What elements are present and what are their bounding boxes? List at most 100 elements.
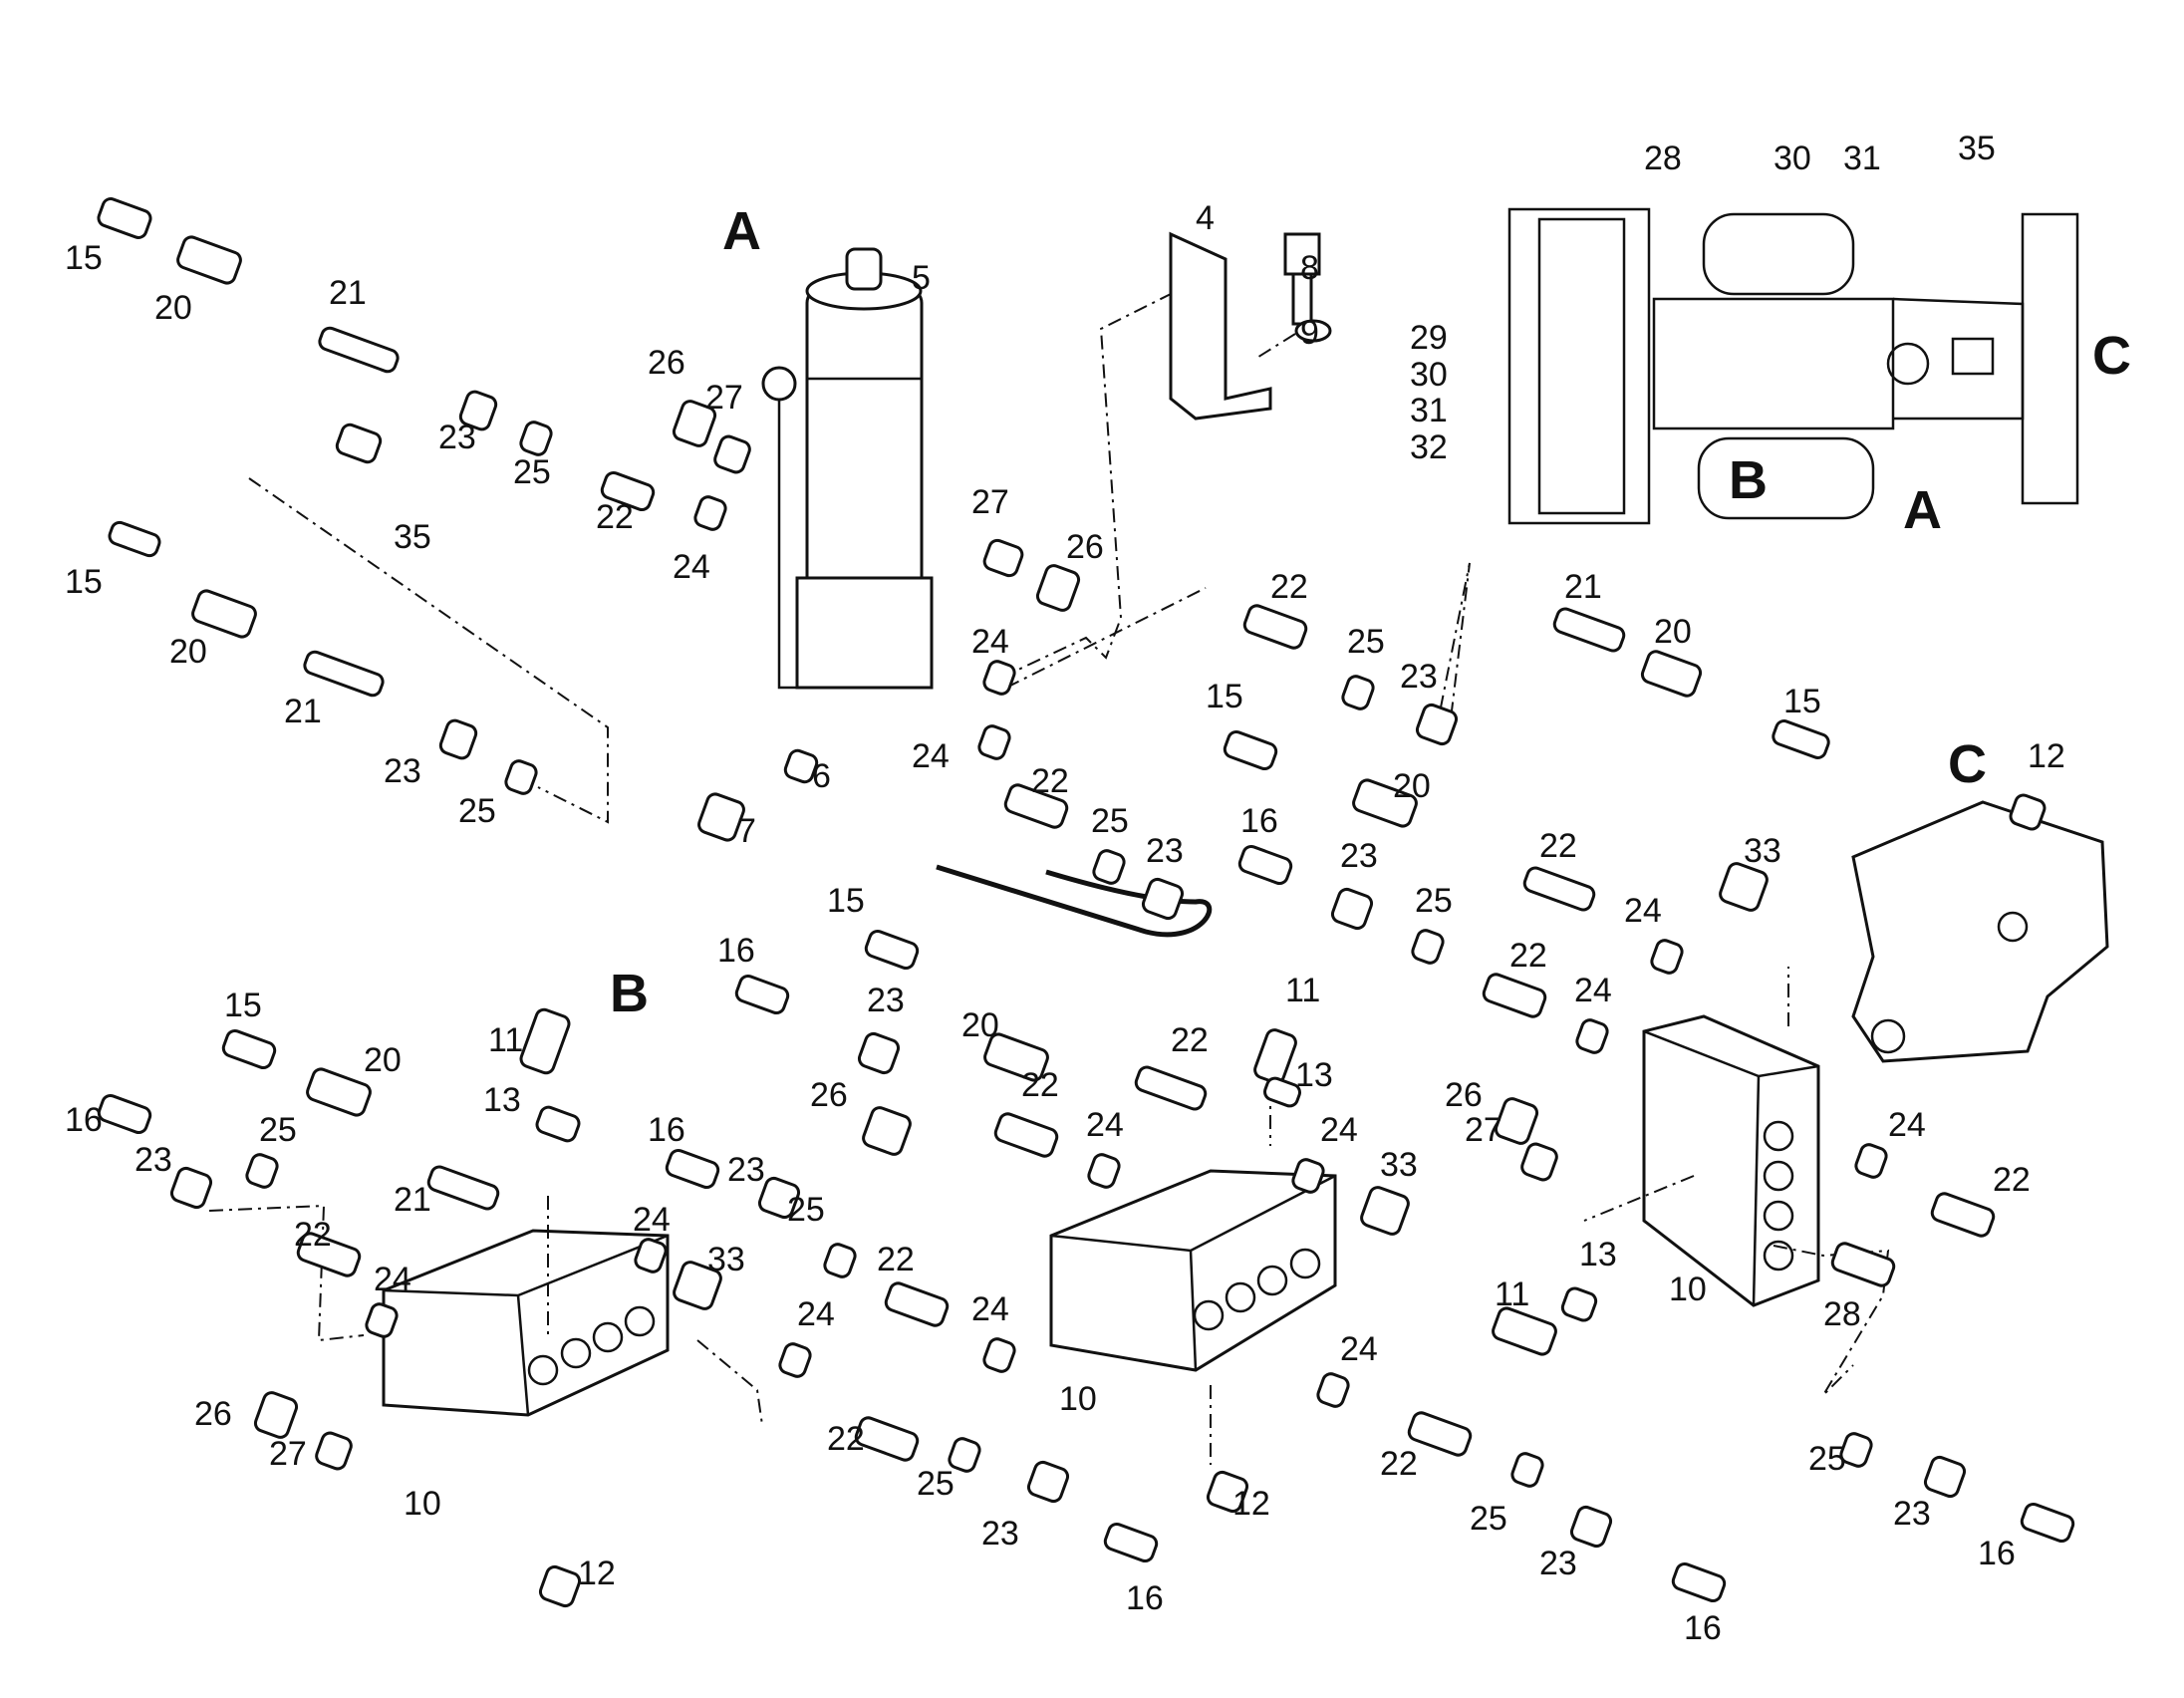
fitting <box>97 1093 152 1135</box>
callout-23: 23 <box>1539 1545 1577 1582</box>
fitting <box>757 1176 801 1220</box>
fitting <box>1569 1505 1613 1549</box>
callout-33: 33 <box>1380 1146 1418 1184</box>
callout-15: 15 <box>65 563 103 601</box>
fitting <box>1560 1286 1598 1322</box>
fitting <box>1772 719 1830 759</box>
fitting <box>1520 1142 1558 1182</box>
callout-27: 27 <box>705 379 743 417</box>
fitting <box>1492 1306 1557 1356</box>
callout-26: 26 <box>1445 1076 1483 1114</box>
inset-callout: 28 <box>1644 140 1682 177</box>
fitting <box>1494 1097 1539 1145</box>
callout-26: 26 <box>648 344 685 382</box>
callout-28: 28 <box>1823 1295 1861 1333</box>
callout-24: 24 <box>1340 1330 1378 1368</box>
fitting <box>1830 1242 1896 1287</box>
callout-15: 15 <box>65 239 103 277</box>
fitting <box>1923 1455 1967 1499</box>
fitting <box>982 538 1024 578</box>
callout-15: 15 <box>1206 678 1243 715</box>
callout-13: 13 <box>483 1081 521 1119</box>
fitting <box>862 1106 912 1156</box>
fitting <box>672 400 717 447</box>
fitting <box>253 1391 299 1439</box>
callout-22: 22 <box>1539 827 1577 865</box>
callout-25: 25 <box>259 1111 297 1149</box>
inset-callout: 31 <box>1843 140 1881 177</box>
callout-24: 24 <box>1320 1111 1358 1149</box>
distributor-block-right <box>1642 1014 1820 1307</box>
inset-marker-a: A <box>1903 480 1942 540</box>
inset-callout: 30 <box>1774 140 1811 177</box>
callout-6: 6 <box>812 757 831 795</box>
callout-15: 15 <box>827 882 865 920</box>
fitting <box>634 1238 668 1274</box>
callout-21: 21 <box>1564 568 1602 606</box>
callout-11: 11 <box>1495 1275 1529 1313</box>
fitting <box>1263 1076 1301 1108</box>
callout-20: 20 <box>1654 613 1692 651</box>
callout-22: 22 <box>294 1216 332 1254</box>
fitting <box>1522 866 1596 912</box>
callout-24: 24 <box>797 1295 835 1333</box>
callout-20: 20 <box>961 1006 999 1044</box>
callout-25: 25 <box>1470 1500 1507 1538</box>
fitting <box>734 974 790 1015</box>
fitting <box>303 650 385 698</box>
callout-16: 16 <box>717 932 755 970</box>
fitting <box>854 1416 920 1462</box>
fitting <box>983 1032 1049 1082</box>
fitting <box>693 495 727 531</box>
frame-c <box>1851 800 2109 1063</box>
fitting <box>538 1564 582 1608</box>
fitting <box>1650 939 1684 975</box>
fitting <box>1719 862 1769 912</box>
fitting <box>365 1302 399 1338</box>
callout-15: 15 <box>224 987 262 1024</box>
callout-5: 5 <box>912 259 931 297</box>
callout-27: 27 <box>269 1435 307 1473</box>
callout-22: 22 <box>1171 1021 1209 1059</box>
callout-16: 16 <box>65 1101 103 1139</box>
fitting <box>245 1153 279 1189</box>
callout-22: 22 <box>1021 1066 1059 1104</box>
callout-11: 11 <box>1285 972 1320 1009</box>
callout-33: 33 <box>707 1241 745 1278</box>
callout-22: 22 <box>1270 568 1308 606</box>
callout-16: 16 <box>1978 1535 2016 1572</box>
fitting <box>1134 1065 1208 1111</box>
fitting <box>1510 1452 1544 1488</box>
inset-callout: 32 <box>1410 428 1448 466</box>
callout-23: 23 <box>1893 1495 1931 1533</box>
callout-23: 23 <box>1340 837 1378 875</box>
fitting <box>1411 929 1445 965</box>
callout-23: 23 <box>438 419 476 456</box>
fitting <box>169 1166 213 1210</box>
fitting <box>108 520 161 558</box>
callout-23: 23 <box>135 1141 172 1179</box>
fitting <box>1316 1372 1350 1408</box>
fitting <box>1671 1561 1727 1603</box>
fitting <box>1141 877 1185 921</box>
fitting <box>306 1067 372 1117</box>
callout-22: 22 <box>1509 937 1547 975</box>
callout-22: 22 <box>877 1241 915 1278</box>
fitting <box>535 1105 581 1143</box>
grease-reservoir-pump <box>761 247 934 690</box>
fitting <box>1253 1028 1297 1084</box>
callout-35: 35 <box>394 518 431 556</box>
callout-27: 27 <box>971 483 1009 521</box>
view-label-c: C <box>1948 734 1987 794</box>
callout-10: 10 <box>1669 1271 1707 1308</box>
callout-7: 7 <box>737 812 756 850</box>
fitting <box>1035 564 1081 612</box>
distributor-block-middle <box>1049 1169 1337 1372</box>
fitting <box>1341 675 1375 710</box>
fitting <box>1206 1470 1249 1514</box>
callout-13: 13 <box>1295 1056 1333 1094</box>
fitting <box>1552 607 1626 653</box>
fitting <box>335 423 383 464</box>
